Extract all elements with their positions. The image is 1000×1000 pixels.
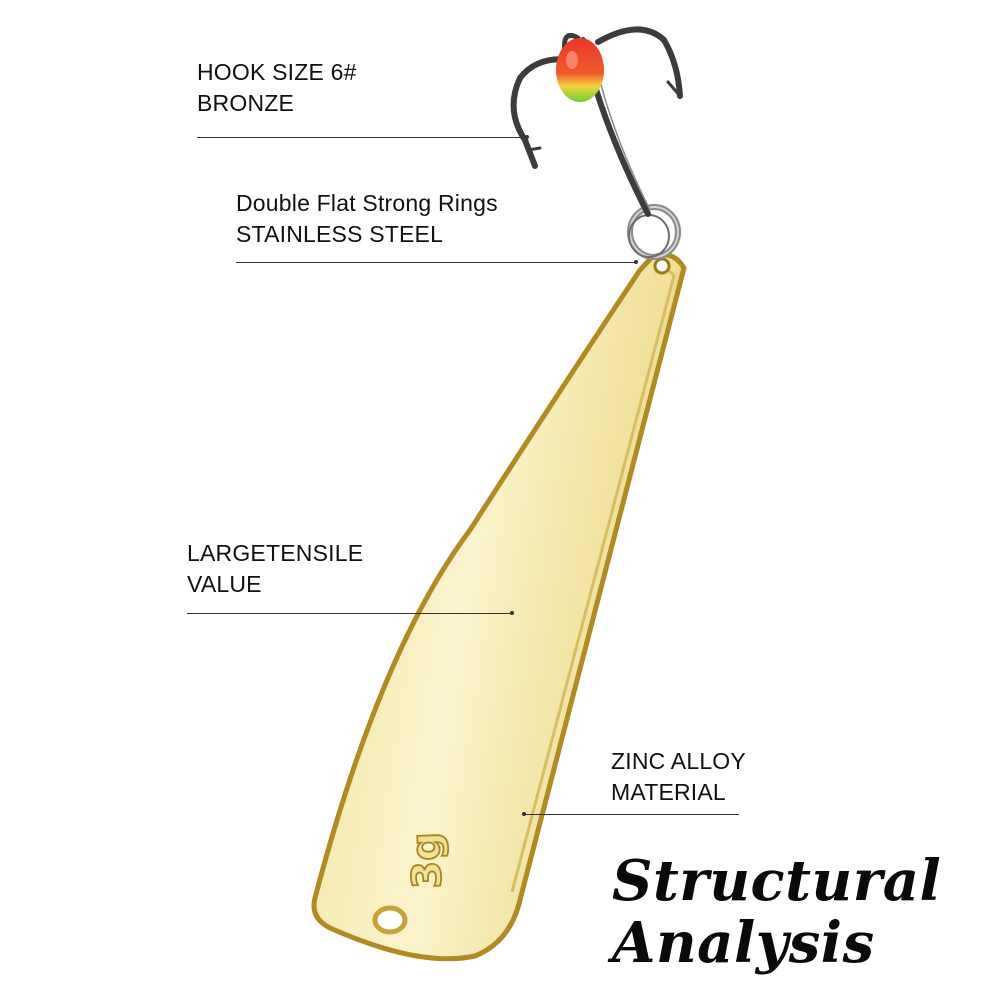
callout-rings-line2: STAINLESS STEEL (236, 221, 444, 247)
callout-hook-line1: HOOK SIZE 6# (197, 59, 357, 85)
callout-tensile-line1: LARGETENSILE (187, 540, 364, 566)
page-title-line2: Analysis (612, 910, 875, 976)
engraving-text: 3g (403, 831, 451, 889)
bead-icon (556, 38, 604, 102)
callout-rings: Double Flat Strong Rings STAINLESS STEEL (236, 188, 498, 250)
callout-material-line1: ZINC ALLOY (611, 748, 746, 774)
callout-hook: HOOK SIZE 6# BRONZE (197, 57, 357, 119)
callout-rings-line1: Double Flat Strong Rings (236, 190, 498, 216)
callout-tensile-dot (510, 611, 514, 615)
callout-material-line2: MATERIAL (611, 779, 726, 805)
treble-hook-icon (510, 26, 683, 217)
page-title: Structural Analysis (612, 850, 982, 974)
callout-material-leader (524, 814, 739, 815)
callout-material: ZINC ALLOY MATERIAL (611, 746, 746, 808)
callout-material-dot (522, 812, 526, 816)
metal-spoon-lure-icon: 3g (311, 252, 687, 962)
callout-hook-line2: BRONZE (197, 90, 295, 116)
callout-rings-leader (236, 262, 636, 263)
page-title-line1: Structural (612, 848, 942, 914)
callout-tensile-line2: VALUE (187, 571, 262, 597)
callout-rings-dot (634, 260, 638, 264)
callout-tensile: LARGETENSILE VALUE (187, 538, 363, 600)
callout-hook-leader (197, 137, 527, 138)
split-ring-icon (627, 204, 681, 260)
callout-hook-dot (525, 135, 529, 139)
callout-tensile-leader (187, 613, 512, 614)
weight-engraving: 3g (402, 831, 452, 891)
